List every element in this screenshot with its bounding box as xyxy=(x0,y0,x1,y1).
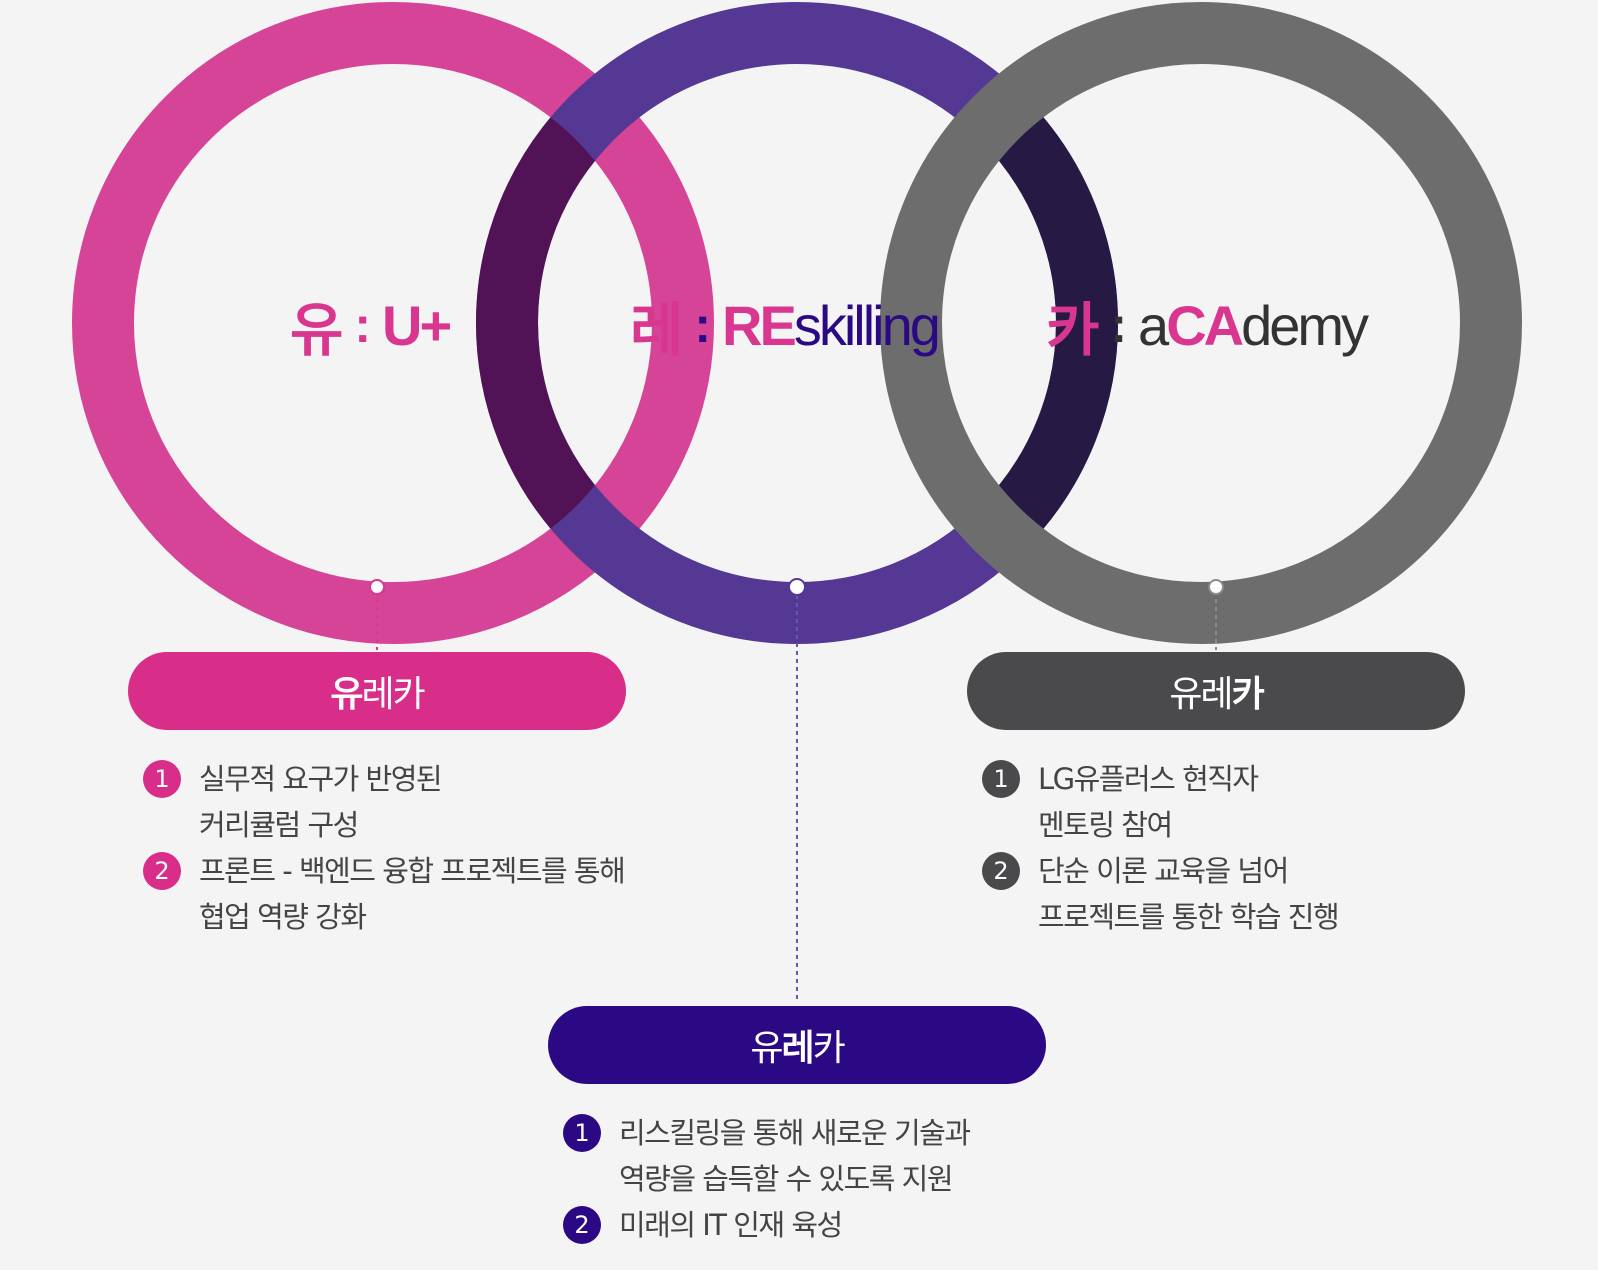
list-item-line: 리스킬링을 통해 새로운 기술과 xyxy=(619,1116,971,1150)
heading-re-colon: : xyxy=(694,297,711,353)
heading-re-highlight: RE xyxy=(722,293,797,357)
list-item: 2 프론트 - 백엔드 융합 프로젝트를 통해 협업 역량 강화 xyxy=(143,848,626,940)
number-badge: 1 xyxy=(982,760,1020,798)
number-badge: 2 xyxy=(563,1206,601,1244)
list-item: 1 LG유플러스 현직자 멘토링 참여 xyxy=(982,756,1338,848)
right-pill-bold: 카 xyxy=(1231,674,1265,715)
heading-ka-prefix: a xyxy=(1138,293,1169,357)
list-item-line: 미래의 IT 인재 육성 xyxy=(619,1208,843,1242)
right-connector-dot xyxy=(1208,579,1224,595)
right-list: 1 LG유플러스 현직자 멘토링 참여 2 단순 이론 교육을 넘어 프로젝트를… xyxy=(982,756,1340,940)
center-pill-normal-2: 카 xyxy=(812,1028,846,1069)
heading-re-korean: 레 xyxy=(630,298,683,363)
list-item-line: 멘토링 참여 xyxy=(1038,808,1173,842)
list-item-line: LG유플러스 현직자 xyxy=(1038,762,1259,796)
left-list: 1 실무적 요구가 반영된 커리큘럼 구성 2 프론트 - 백엔드 융합 프로젝… xyxy=(143,756,626,940)
center-pill-normal: 유 xyxy=(750,1028,783,1069)
heading-u-brand: U+ xyxy=(382,293,452,357)
number-badge: 1 xyxy=(563,1114,601,1152)
list-item-line: 프로젝트를 통한 학습 진행 xyxy=(1038,900,1340,934)
center-list: 1 리스킬링을 통해 새로운 기술과 역량을 습득할 수 있도록 지원 2 미래… xyxy=(563,1110,971,1248)
number-badge: 2 xyxy=(982,852,1020,890)
center-pill-bold: 레 xyxy=(781,1028,814,1069)
left-pill-bold: 유 xyxy=(330,674,363,715)
overlap-right xyxy=(942,64,1118,582)
heading-ka-korean: 카 xyxy=(1046,298,1099,363)
list-item-line: 커리큘럼 구성 xyxy=(199,808,359,842)
number-badge: 1 xyxy=(143,760,181,798)
list-item-line: 프론트 - 백엔드 융합 프로젝트를 통해 xyxy=(199,854,626,888)
left-ring xyxy=(72,2,714,644)
list-item-line: 단순 이론 교육을 넘어 xyxy=(1038,854,1289,888)
heading-reskilling: 레 : RE skilling xyxy=(630,285,941,365)
number-badge: 2 xyxy=(143,852,181,890)
center-connector-dot xyxy=(788,578,806,596)
list-item-line: 역량을 습득할 수 있도록 지원 xyxy=(619,1162,954,1196)
left-connector-dot xyxy=(369,579,385,595)
list-item: 2 미래의 IT 인재 육성 xyxy=(563,1202,970,1248)
heading-ka-highlight: CA xyxy=(1166,293,1244,357)
left-pill-normal: 레카 xyxy=(361,674,425,715)
list-item: 1 리스킬링을 통해 새로운 기술과 역량을 습득할 수 있도록 지원 xyxy=(563,1110,971,1202)
heading-ka-colon: : xyxy=(1110,297,1127,353)
heading-u-korean: 유 xyxy=(290,298,343,363)
right-pill-normal: 유레 xyxy=(1169,674,1233,715)
heading-re-rest: skilling xyxy=(793,293,941,357)
list-item: 2 단순 이론 교육을 넘어 프로젝트를 통한 학습 진행 xyxy=(982,848,1340,940)
list-item: 1 실무적 요구가 반영된 커리큘럼 구성 xyxy=(143,756,624,848)
right-ring xyxy=(880,2,1522,644)
list-item-line: 협업 역량 강화 xyxy=(199,900,367,934)
list-item-line: 실무적 요구가 반영된 xyxy=(199,762,443,796)
overlap-left xyxy=(476,64,652,582)
heading-u-colon: : xyxy=(354,297,371,353)
heading-uplus: 유 : U+ xyxy=(290,285,452,365)
heading-academy: 카 : a CA demy xyxy=(1046,285,1369,365)
heading-ka-rest: demy xyxy=(1241,293,1369,357)
